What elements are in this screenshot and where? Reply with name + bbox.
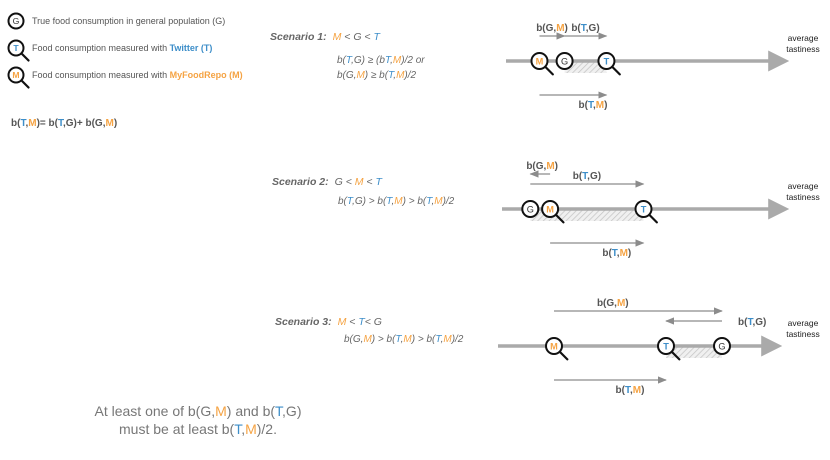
legend-item-label: Food consumption measured with MyFoodRep…: [32, 70, 243, 80]
scenario-label: Scenario 3:: [275, 316, 332, 328]
general-population-marker: G: [713, 337, 731, 355]
scenario-inequality: b(G,M) ≥ b(T,M)/2: [337, 70, 417, 81]
general-population-marker: G: [521, 200, 540, 218]
twitter-marker: T: [597, 52, 621, 76]
legend-item-label: True food consumption in general populat…: [32, 16, 225, 26]
arrow-label: b(T,M): [578, 100, 607, 111]
arrow-label: b(T,G): [738, 317, 766, 328]
arrow-label: b(T,G): [571, 23, 599, 34]
twitter-marker: T: [657, 337, 681, 361]
svg-text:T: T: [641, 204, 647, 214]
hatched-region: [666, 346, 722, 358]
footer-note: At least one of b(G,M) and b(T,G) must be…: [95, 403, 302, 437]
twitter-marker: T: [634, 200, 658, 224]
scenario-label: Scenario 1:: [270, 31, 327, 43]
hatched-region: [564, 61, 607, 73]
scenario-inequality: b(T,G) ≥ (bT,M)/2 or: [337, 55, 425, 66]
svg-text:M: M: [550, 341, 558, 351]
legend-item-label: Food consumption measured with Twitter (…: [32, 43, 212, 53]
legend-g-icon: G: [7, 12, 25, 30]
svg-text:T: T: [13, 43, 19, 53]
svg-text:G: G: [13, 16, 20, 26]
arrow-label: b(T,G): [573, 171, 601, 182]
myfoodrepo-marker: M: [530, 52, 554, 76]
svg-text:G: G: [718, 341, 725, 351]
axis-caption: average: [788, 181, 819, 191]
scenario-condition: M < G < T: [333, 31, 382, 43]
axis-caption: tastiness: [786, 192, 820, 202]
myfoodrepo-marker: M: [545, 337, 569, 361]
scenario-3: Scenario 3: M < T< G b(G,M) > b(T,M) > b(T…: [275, 298, 820, 396]
svg-text:G: G: [527, 204, 534, 214]
scenario-label: Scenario 2:: [272, 176, 329, 188]
arrow-label: b(T,M): [602, 248, 631, 259]
svg-text:M: M: [536, 56, 544, 66]
legend-twitter-icon: T: [7, 39, 30, 62]
legend: G True food consumption in general popula…: [7, 12, 243, 129]
scenario-inequality: b(G,M) > b(T,M) > b(T,M)/2: [344, 334, 464, 345]
arrow-label: b(G,M): [526, 161, 558, 172]
footer-line: must be at least b(T,M)/2.: [119, 421, 277, 437]
arrow-label: b(G,M): [597, 298, 629, 309]
scenario-inequality: b(T,G) > b(T,M) > b(T,M)/2: [338, 196, 455, 207]
svg-text:M: M: [546, 204, 554, 214]
arrow-label: b(T,M): [616, 385, 645, 396]
svg-text:G: G: [561, 56, 568, 66]
scenario-2: Scenario 2: G < M < T b(T,G) > b(T,M) > b(…: [272, 161, 820, 259]
axis-caption: average: [788, 318, 819, 328]
arrow-label: b(G,M): [536, 23, 568, 34]
scenarios: Scenario 1: M < G < T b(T,G) ≥ (bT,M)/2 or…: [270, 23, 820, 396]
axis-caption: tastiness: [786, 44, 820, 54]
svg-text:T: T: [663, 341, 669, 351]
general-population-marker: G: [555, 52, 574, 70]
axis-caption: average: [788, 33, 819, 43]
svg-text:T: T: [604, 56, 610, 66]
svg-text:M: M: [12, 70, 19, 80]
bias-equation: b(T,M)= b(T,G)+ b(G,M): [11, 118, 117, 129]
legend-myfoodrepo-icon: M: [7, 66, 30, 89]
scenario-condition: M < T< G: [338, 316, 382, 328]
myfoodrepo-marker: M: [541, 200, 565, 224]
footer-line: At least one of b(G,M) and b(T,G): [95, 403, 302, 419]
axis-caption: tastiness: [786, 329, 820, 339]
scenario-condition: G < M < T: [335, 176, 384, 188]
scenario-1: Scenario 1: M < G < T b(T,G) ≥ (bT,M)/2 or…: [270, 23, 820, 111]
